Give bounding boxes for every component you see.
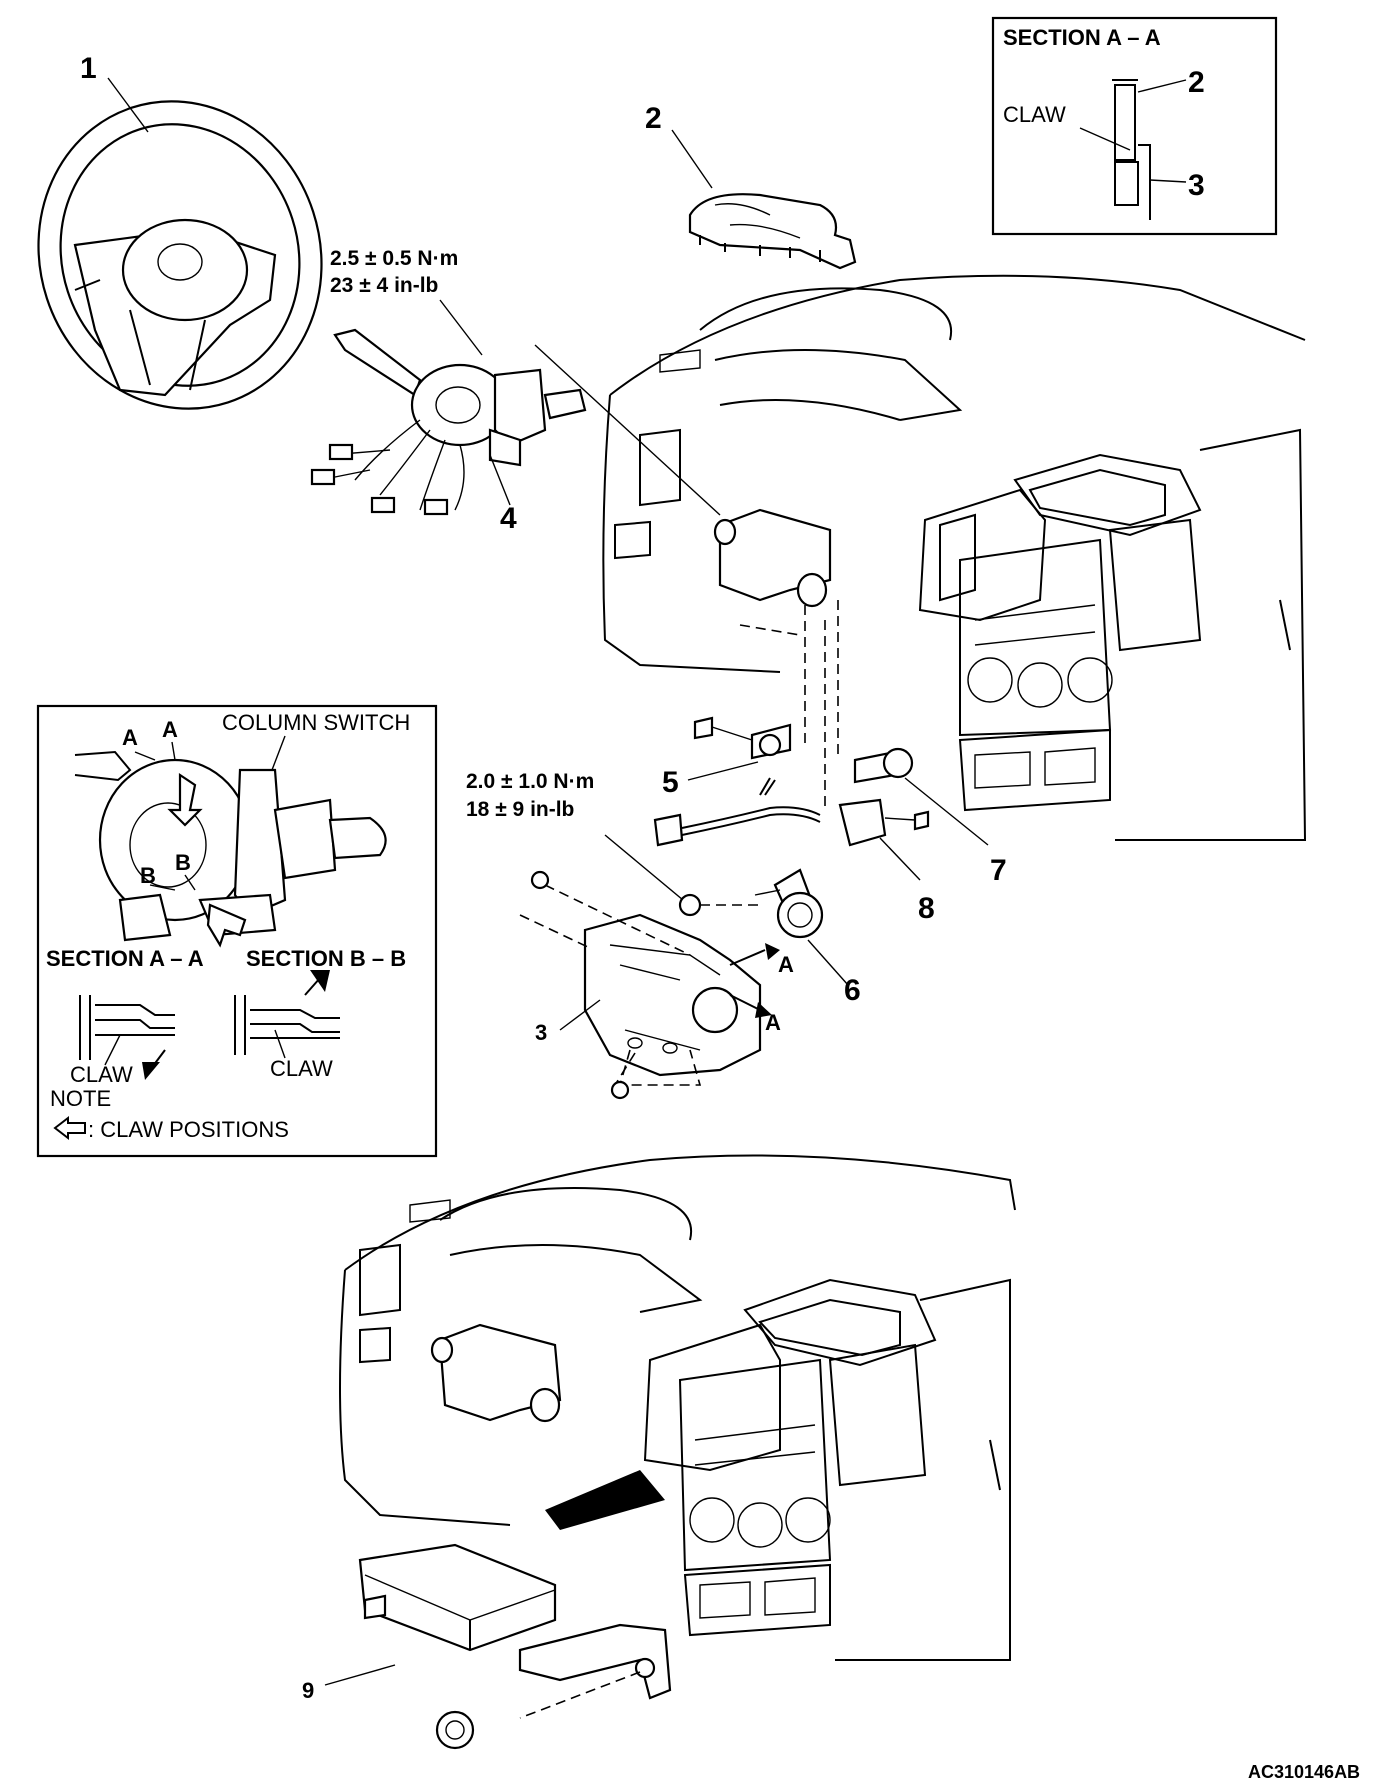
torque-upper-metric: 2.5 ± 0.5 N·m <box>330 247 458 270</box>
screw-top-left <box>530 870 550 890</box>
inset-section-bb: SECTION B – B <box>246 946 406 971</box>
cover-marker-a-upper: A <box>778 952 794 977</box>
inset-legend-text: : CLAW POSITIONS <box>88 1117 289 1142</box>
section-aa-title: SECTION A – A <box>1003 25 1161 50</box>
switch-part-7 <box>853 747 914 784</box>
column-switch-part-4 <box>310 328 587 516</box>
inset-letter-b-2: B <box>175 850 191 875</box>
leader-line-8 <box>879 837 921 881</box>
leader-line-2 <box>671 129 713 189</box>
upper-column-cover-part-2 <box>688 193 857 270</box>
arrow-a-upper-head <box>765 943 780 960</box>
inset-section-aa: SECTION A – A <box>46 946 204 971</box>
column-switch-title: COLUMN SWITCH <box>222 710 410 735</box>
harness-part-8 <box>653 777 930 847</box>
callout-8: 8 <box>918 892 935 925</box>
leader-line-4 <box>489 454 511 506</box>
leader-line-3 <box>559 999 601 1031</box>
section-ref-2: 2 <box>1188 66 1205 99</box>
inset-claw-right: CLAW <box>270 1056 333 1081</box>
claw-position-arrow-icon <box>53 1115 86 1141</box>
callout-7: 7 <box>990 854 1007 887</box>
callout-3: 3 <box>535 1020 547 1045</box>
screw-line-upper-left <box>519 914 591 949</box>
inset-letter-a-1: A <box>122 725 138 750</box>
torque-upper-imperial: 23 ± 4 in-lb <box>330 274 438 297</box>
lower-dashboard <box>339 1154 1016 1661</box>
callout-4: 4 <box>500 502 517 535</box>
inset-letter-a-2: A <box>162 717 178 742</box>
screw-line-lower-2 <box>614 1052 636 1086</box>
screw-bottom <box>610 1080 630 1100</box>
lower-column-cover-part-3 <box>583 913 762 1077</box>
callout-5: 5 <box>662 766 679 799</box>
section-ref-3: 3 <box>1188 169 1205 202</box>
screw-part-6 <box>678 893 760 917</box>
leader-line-9 <box>324 1664 396 1686</box>
torque-lower-imperial: 18 ± 9 in-lb <box>466 798 574 821</box>
leader-line-7 <box>904 777 989 846</box>
section-aa-inset-top: SECTION A – A CLAW 2 3 <box>991 16 1278 236</box>
inset-letter-b-1: B <box>140 863 156 888</box>
inset-note: NOTE <box>50 1086 111 1111</box>
inset-claw-left: CLAW <box>70 1062 133 1087</box>
arrow-a-lower-head <box>755 1002 772 1018</box>
upper-dashboard <box>602 274 1307 841</box>
callout-6: 6 <box>844 974 861 1007</box>
leader-line-6 <box>807 939 849 986</box>
cover-marker-a-lower: A <box>765 1010 781 1035</box>
key-ring-part-5 <box>693 716 792 760</box>
callout-2: 2 <box>645 102 662 135</box>
screw-line-upper <box>544 884 691 956</box>
leader-line-5 <box>687 761 759 781</box>
callout-9: 9 <box>302 1678 314 1703</box>
leader-line-torque-upper <box>439 299 483 356</box>
callout-1: 1 <box>80 52 97 85</box>
key-cylinder-ring-part-6 <box>754 868 824 939</box>
arrow-a-upper <box>729 949 766 966</box>
figure-code: AC310146AB <box>1248 1762 1360 1782</box>
torque-lower-metric: 2.0 ± 1.0 N·m <box>466 770 594 793</box>
steering-wheel-part-1 <box>37 100 323 410</box>
leader-to-dashboard-upper <box>534 344 721 516</box>
arrow-a-lower <box>729 994 761 1011</box>
column-switch-inset: COLUMN SWITCH A A B B SECTION A – A SECT… <box>36 704 438 1158</box>
leader-line-1 <box>107 77 149 133</box>
leader-line-torque-lower <box>604 834 684 901</box>
control-unit-part-9 <box>358 1470 672 1750</box>
install-line-dash-left <box>739 624 801 636</box>
claw-label-top: CLAW <box>1003 102 1066 127</box>
